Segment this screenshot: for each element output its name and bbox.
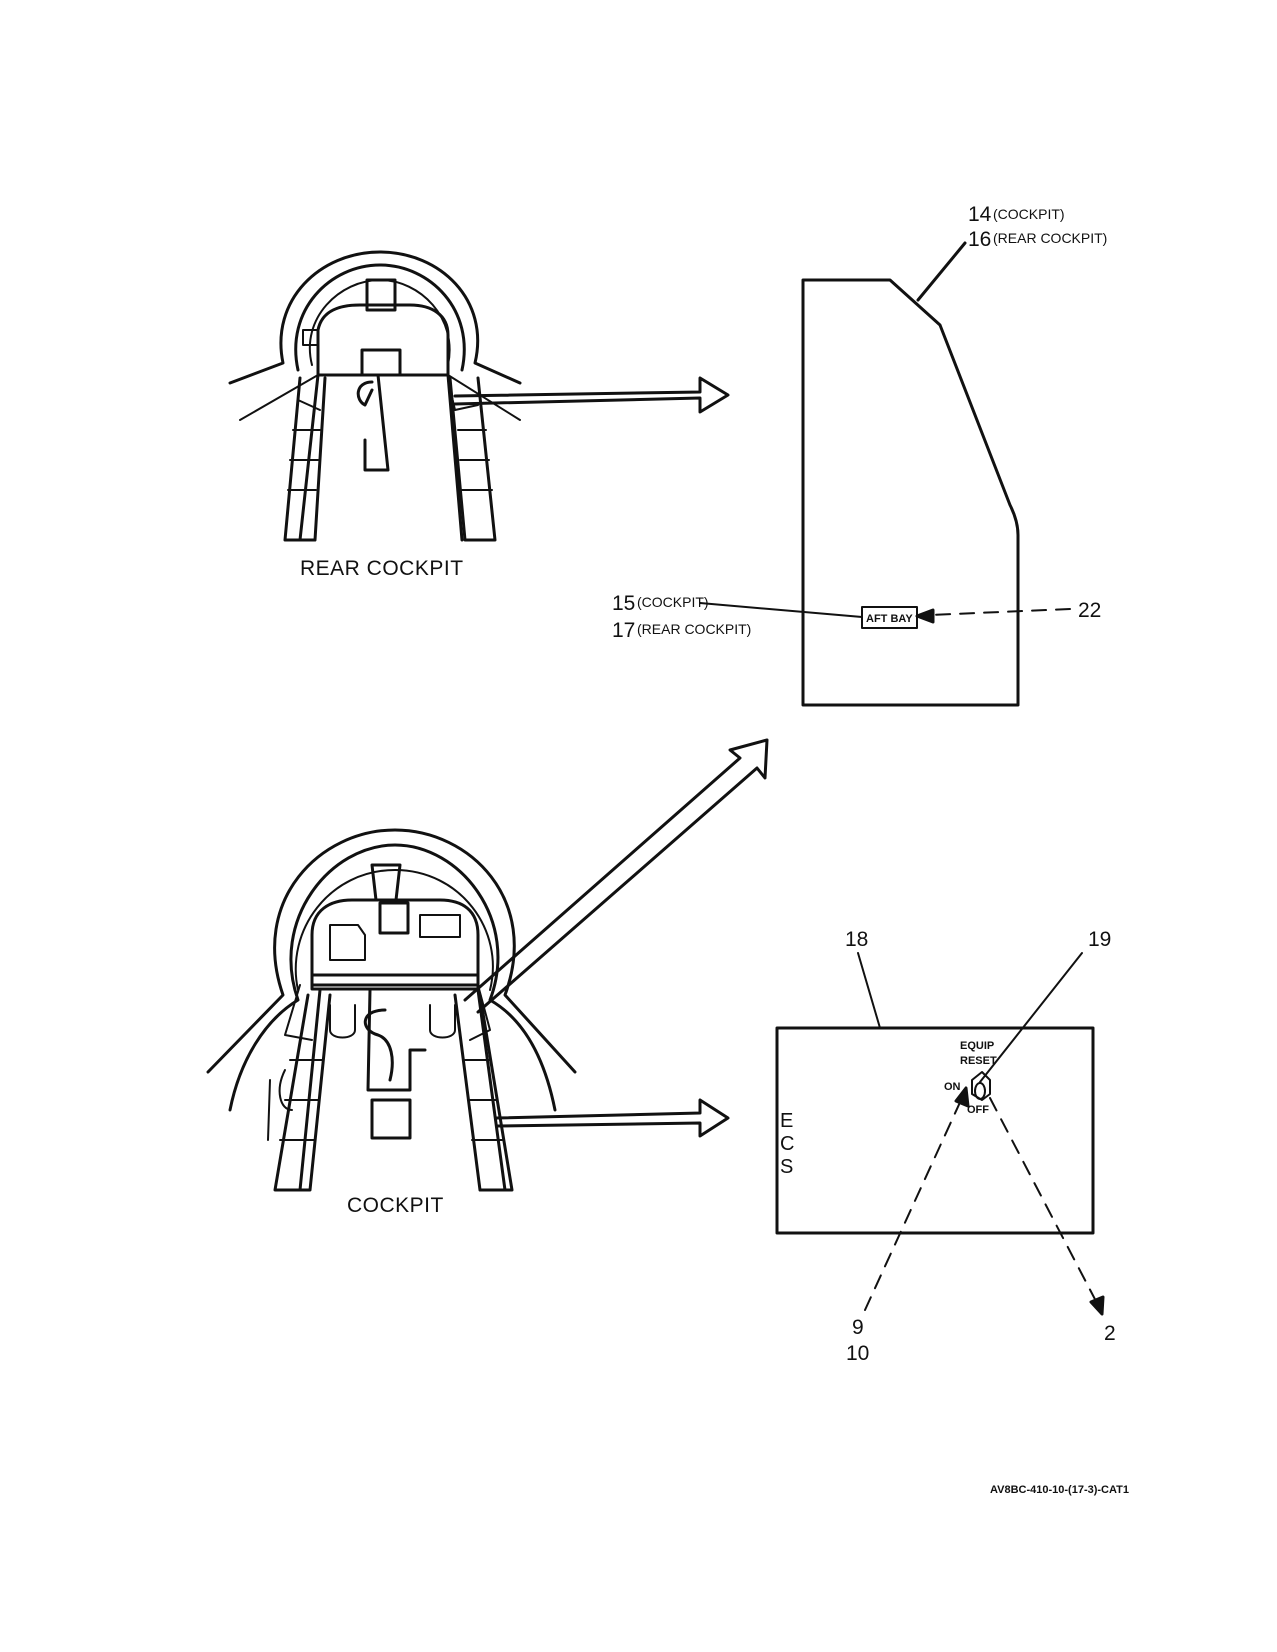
callout-leader-22	[929, 608, 1071, 616]
equip-reset-title-2: RESET	[960, 1055, 997, 1067]
cockpit-to-rear-panel-arrow	[463, 738, 769, 1014]
switch-off-label: OFF	[967, 1104, 989, 1116]
callout-10: 10	[846, 1342, 869, 1365]
rear-panel-outline	[801, 278, 1020, 707]
callout-9: 9	[852, 1316, 864, 1339]
callout-19: 19	[1088, 928, 1111, 951]
callout-leader-15	[699, 602, 863, 618]
cockpit-illustration	[206, 828, 577, 1192]
callout-17: 17	[612, 619, 635, 642]
figure-identifier: AV8BC-410-10-(17-3)-CAT1	[990, 1484, 1129, 1496]
callout-15-note: (COCKPIT)	[637, 594, 709, 610]
cockpit-to-ecs-panel-arrow	[495, 1098, 730, 1138]
callout-leader-2	[989, 1097, 1099, 1306]
callout-2: 2	[1104, 1322, 1116, 1345]
cockpit-label: COCKPIT	[347, 1194, 444, 1217]
ecs-panel-outline	[775, 1026, 1095, 1235]
callout-14: 14	[968, 203, 992, 226]
callout-leader-9-10	[864, 1097, 963, 1311]
rear-cockpit-label: REAR COCKPIT	[300, 557, 464, 580]
callout-16: 16	[968, 228, 991, 251]
aft-bay-placard: AFT BAY	[861, 606, 918, 629]
callout-leader-top	[916, 241, 967, 302]
equip-reset-title-1: EQUIP	[960, 1040, 994, 1052]
callout-14-note: (COCKPIT)	[993, 206, 1065, 222]
switch-on-label: ON	[944, 1081, 961, 1093]
callout-16-note: (REAR COCKPIT)	[993, 230, 1107, 246]
ecs-side-label-s: S	[780, 1156, 793, 1178]
callout-22: 22	[1078, 599, 1101, 622]
ecs-side-label-c: C	[780, 1133, 794, 1155]
callout-9-10-arrowhead	[954, 1086, 970, 1108]
callout-2-arrowhead	[1089, 1295, 1105, 1316]
aft-bay-label: AFT BAY	[866, 613, 913, 625]
callout-17-note: (REAR COCKPIT)	[637, 621, 751, 637]
equip-reset-toggle-switch[interactable]	[971, 1071, 991, 1101]
callout-leader-19	[979, 952, 1083, 1083]
callout-15: 15	[612, 592, 635, 615]
ecs-side-label-e: E	[780, 1110, 793, 1132]
rear-cockpit-pointer-arrow	[453, 376, 730, 414]
callout-22-arrowhead	[915, 608, 935, 624]
callout-leader-18	[857, 952, 881, 1029]
rear-cockpit-illustration	[228, 250, 522, 542]
callout-18: 18	[845, 928, 868, 951]
